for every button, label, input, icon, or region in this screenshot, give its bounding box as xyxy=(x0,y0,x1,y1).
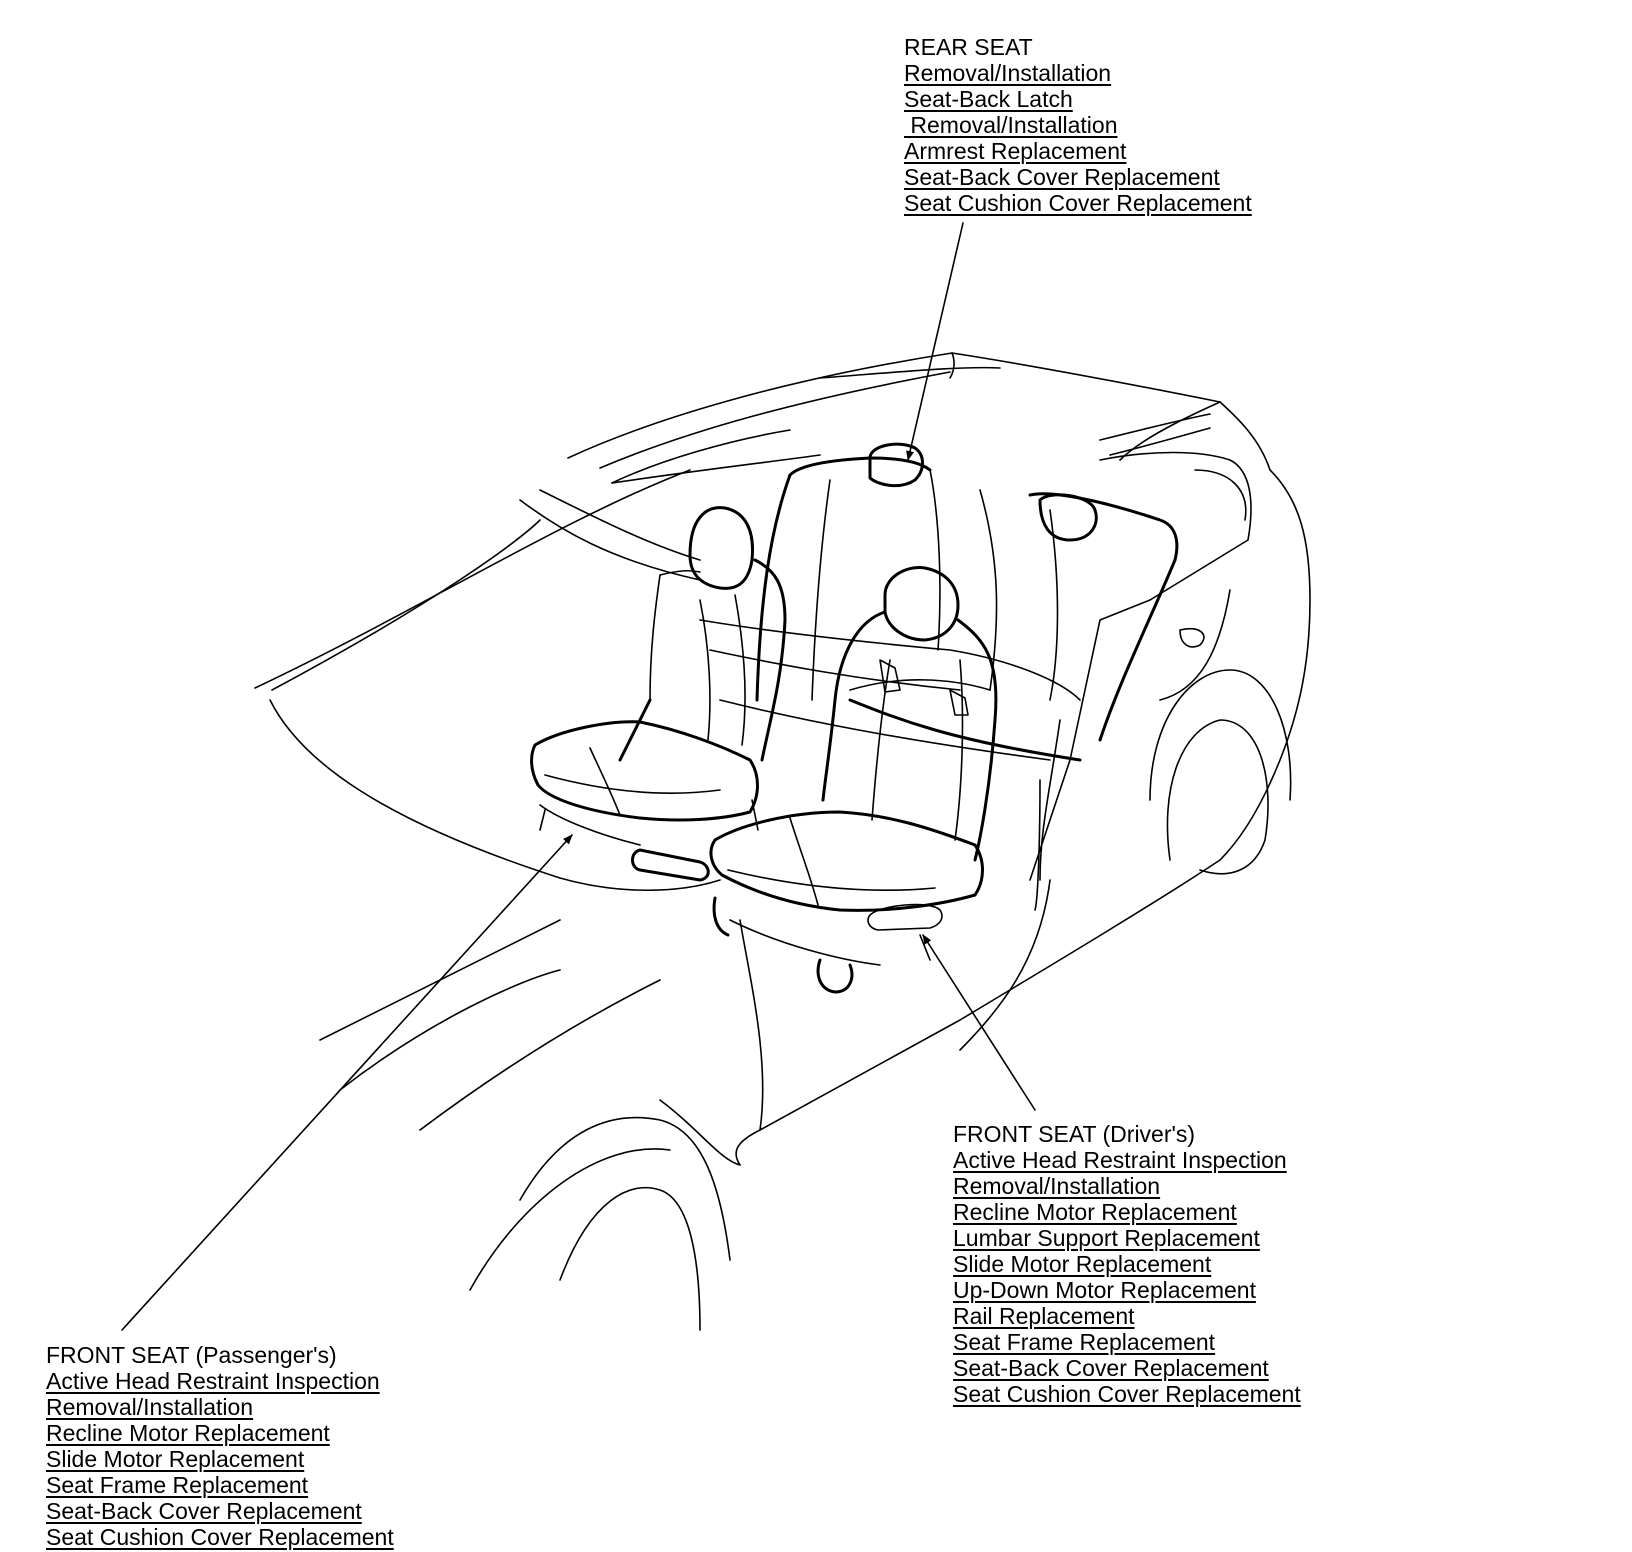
passenger-seat-frame-link[interactable]: Seat Frame Replacement xyxy=(46,1472,309,1498)
passenger-recline-motor-link[interactable]: Recline Motor Replacement xyxy=(46,1420,330,1446)
rear-seat-illustration xyxy=(699,442,1179,762)
driver-active-head-restraint-link[interactable]: Active Head Restraint Inspection xyxy=(953,1147,1287,1173)
rear-seat-heading: REAR SEAT xyxy=(904,34,1033,60)
leader-lines xyxy=(121,222,1036,1331)
driver-front-seat-callout: FRONT SEAT (Driver's) Active Head Restra… xyxy=(953,1121,1301,1407)
driver-rail-replacement-link[interactable]: Rail Replacement xyxy=(953,1303,1135,1329)
driver-removal-installation-link[interactable]: Removal/Installation xyxy=(953,1173,1161,1199)
rear-seat-leader-line xyxy=(906,222,964,461)
driver-seat-heading: FRONT SEAT (Driver's) xyxy=(953,1121,1196,1147)
passenger-removal-installation-link[interactable]: Removal/Installation xyxy=(46,1394,254,1420)
passenger-slide-motor-link[interactable]: Slide Motor Replacement xyxy=(46,1446,305,1472)
rear-seat-cushion-cover-link[interactable]: Seat Cushion Cover Replacement xyxy=(904,190,1252,216)
rear-seat-back-cover-link[interactable]: Seat-Back Cover Replacement xyxy=(904,164,1220,190)
rear-seat-callout: REAR SEAT Removal/Installation Seat-Back… xyxy=(904,34,1252,216)
vehicle-body-outline xyxy=(254,352,1311,1331)
passenger-seat-leader-line xyxy=(121,834,573,1331)
driver-lumbar-support-link[interactable]: Lumbar Support Replacement xyxy=(953,1225,1260,1251)
driver-seat-frame-link[interactable]: Seat Frame Replacement xyxy=(953,1329,1216,1355)
driver-recline-motor-link[interactable]: Recline Motor Replacement xyxy=(953,1199,1237,1225)
passenger-front-seat-illustration xyxy=(530,506,787,882)
passenger-seat-cushion-cover-link[interactable]: Seat Cushion Cover Replacement xyxy=(46,1524,394,1550)
passenger-seat-back-cover-link[interactable]: Seat-Back Cover Replacement xyxy=(46,1498,362,1524)
passenger-active-head-restraint-link[interactable]: Active Head Restraint Inspection xyxy=(46,1368,380,1394)
driver-seat-back-cover-link[interactable]: Seat-Back Cover Replacement xyxy=(953,1355,1269,1381)
driver-seat-cushion-cover-link[interactable]: Seat Cushion Cover Replacement xyxy=(953,1381,1301,1407)
passenger-front-seat-callout: FRONT SEAT (Passenger's) Active Head Res… xyxy=(46,1342,394,1550)
driver-up-down-motor-link[interactable]: Up-Down Motor Replacement xyxy=(953,1277,1256,1303)
driver-front-seat-illustration xyxy=(709,566,998,994)
passenger-seat-heading: FRONT SEAT (Passenger's) xyxy=(46,1342,337,1368)
rear-seat-back-latch-removal-link[interactable]: Removal/Installation xyxy=(904,112,1118,138)
driver-seat-leader-line xyxy=(922,934,1036,1111)
rear-armrest-replacement-link[interactable]: Armrest Replacement xyxy=(904,138,1127,164)
rear-removal-installation-link[interactable]: Removal/Installation xyxy=(904,60,1112,86)
rear-seat-back-latch-link[interactable]: Seat-Back Latch xyxy=(904,86,1073,112)
driver-slide-motor-link[interactable]: Slide Motor Replacement xyxy=(953,1251,1212,1277)
